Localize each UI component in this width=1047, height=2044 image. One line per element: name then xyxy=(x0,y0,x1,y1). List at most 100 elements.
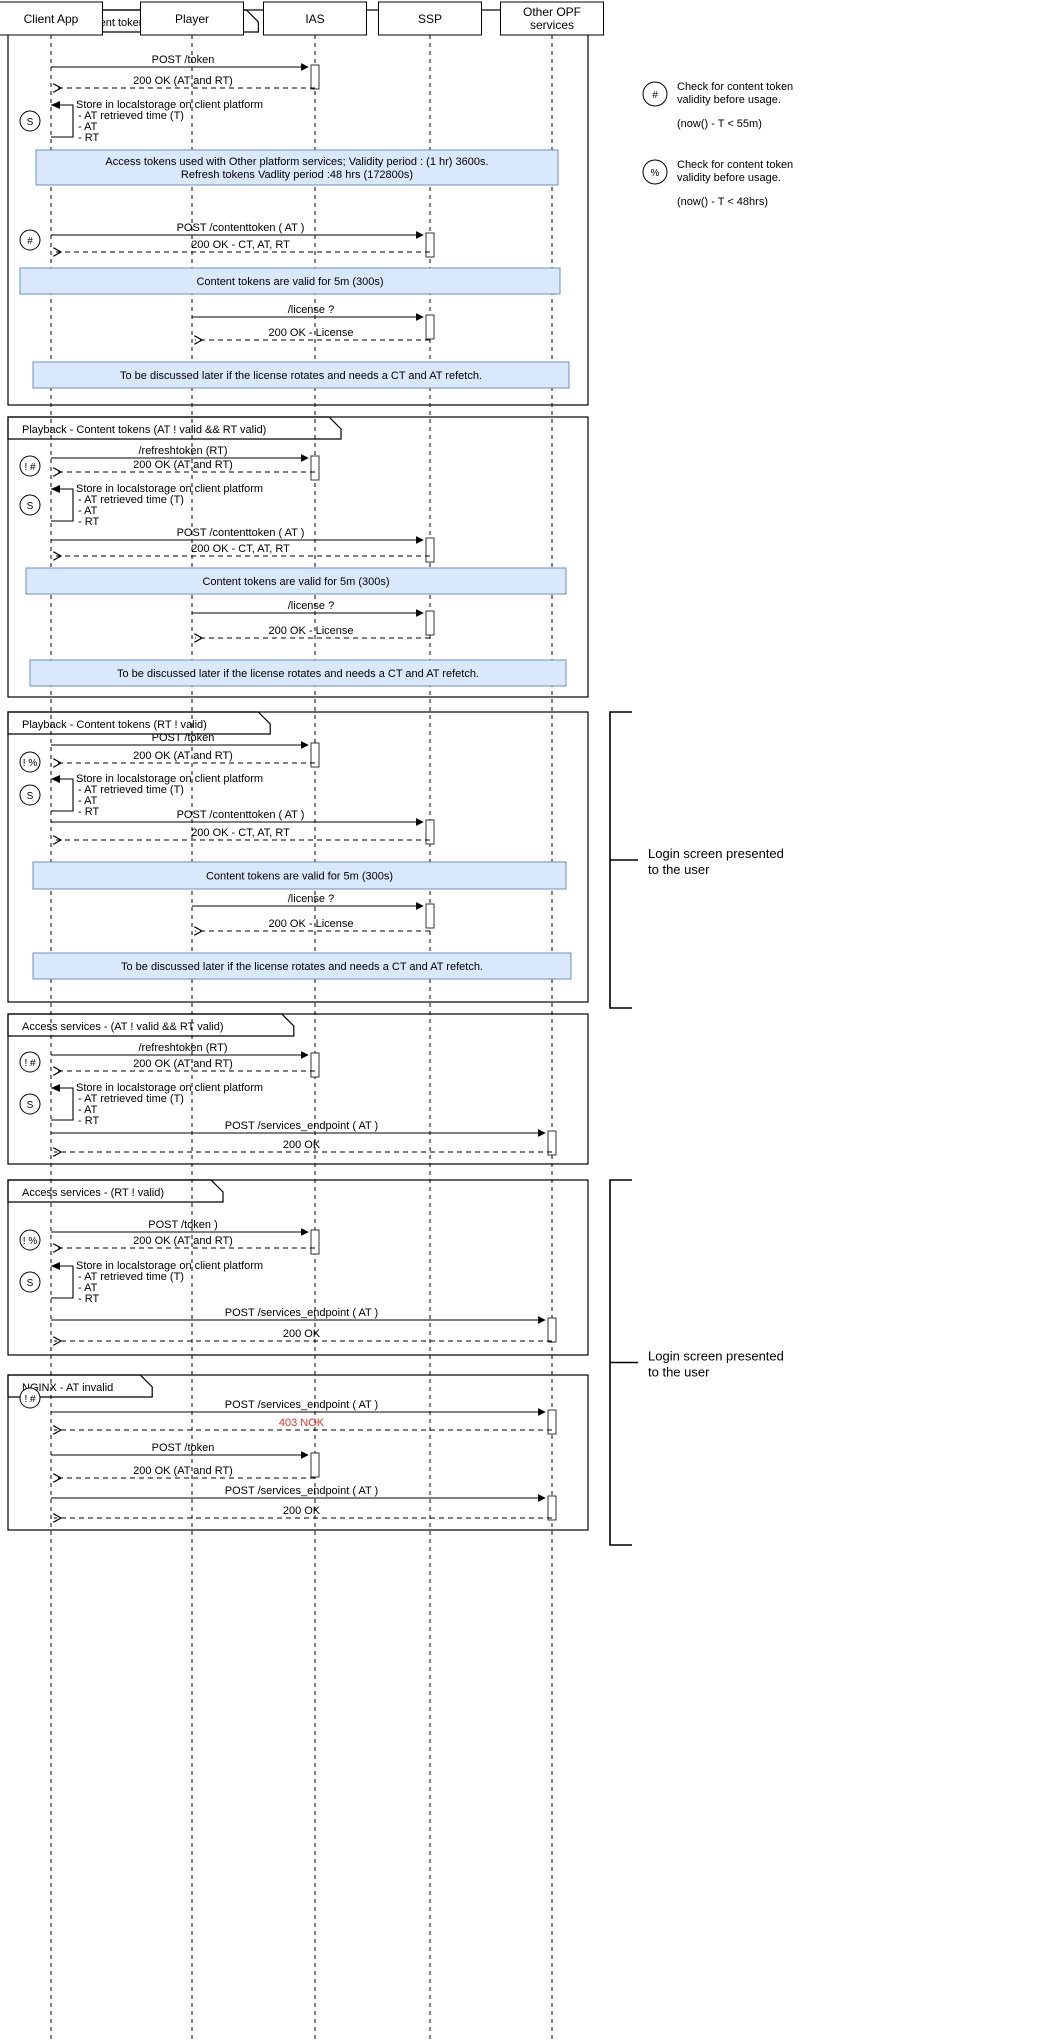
message-post-contenttoken-at: POST /contenttoken ( AT ) xyxy=(51,222,435,258)
actor-box-player xyxy=(140,1,244,36)
message-label: 200 OK - CT, AT, RT xyxy=(191,239,290,251)
store-note-item: - AT retrieved time (T) xyxy=(78,1093,184,1105)
store-note-item: - AT xyxy=(78,1282,98,1294)
store-note-title: Store in localstorage on client platform xyxy=(76,99,263,111)
actor-label-client: Client App xyxy=(24,12,79,26)
actor-label-ssp: SSP xyxy=(418,12,442,26)
message-label: POST /services_endpoint ( AT ) xyxy=(225,1307,378,1319)
badge-: ! # xyxy=(19,1051,41,1073)
actor-label-player: Player xyxy=(175,12,209,26)
message-post-token: POST /token ) xyxy=(51,1219,320,1255)
badge-s: S xyxy=(19,1093,41,1115)
activation-bar xyxy=(425,610,435,636)
store-localstorage-note: Store in localstorage on client platform… xyxy=(51,773,263,818)
message-label: POST /services_endpoint ( AT ) xyxy=(225,1485,378,1497)
message-post-services-endpoint-at: POST /services_endpoint ( AT ) xyxy=(51,1485,557,1521)
fragment-border xyxy=(7,9,589,406)
message-label: 200 OK (AT and RT) xyxy=(133,1058,233,1070)
message-label: POST /token xyxy=(152,1442,215,1454)
message-label: POST /contenttoken ( AT ) xyxy=(177,527,305,539)
message-200-ok-at-and-rt: 200 OK (AT and RT) xyxy=(54,459,315,472)
message-label: POST /services_endpoint ( AT ) xyxy=(225,1399,378,1411)
message-label: 200 OK - License xyxy=(269,327,354,339)
message-post-services-endpoint-at: POST /services_endpoint ( AT ) xyxy=(51,1307,557,1343)
self-call-path xyxy=(51,1265,74,1299)
legend-text-line1: Check for content token xyxy=(677,159,793,171)
fragment-title: Playback - Content tokens (RT ! valid) xyxy=(22,719,207,731)
store-localstorage-note: Store in localstorage on client platform… xyxy=(51,1082,263,1127)
message-refreshtoken-rt: /refreshtoken (RT) xyxy=(51,1042,320,1078)
activation-bar xyxy=(425,314,435,340)
badge-circle xyxy=(19,1229,41,1251)
note-rect xyxy=(25,567,567,595)
message-post-contenttoken-at: POST /contenttoken ( AT ) xyxy=(51,527,435,563)
badge-s: S xyxy=(19,784,41,806)
note-box: Content tokens are valid for 5m (300s) xyxy=(32,861,567,890)
note-rect xyxy=(32,952,572,980)
fragment-border xyxy=(7,416,589,698)
notes-layer: Store in localstorage on client platform… xyxy=(19,99,572,1305)
message-label: POST /token ) xyxy=(148,1219,218,1231)
fragment-title: NGINX - AT invalid xyxy=(22,1382,113,1394)
message-200-ok-at-and-rt: 200 OK (AT and RT) xyxy=(54,1235,315,1248)
note-rect xyxy=(35,149,559,186)
note-text: Content tokens are valid for 5m (300s) xyxy=(196,276,383,288)
message-label: 200 OK xyxy=(283,1139,321,1151)
message-label: 200 OK - CT, AT, RT xyxy=(191,827,290,839)
self-call-path xyxy=(51,488,74,522)
note-rect xyxy=(29,659,567,687)
badge-label: S xyxy=(27,1278,34,1289)
actor-label-opf-2: services xyxy=(530,18,574,32)
fragment-tab xyxy=(7,1179,224,1203)
legend-badge-circle xyxy=(642,159,668,185)
message-label: /license ? xyxy=(288,600,334,612)
self-call-arrowhead xyxy=(51,485,60,493)
fragment-tab xyxy=(7,416,342,440)
badge-: ! % xyxy=(19,751,41,773)
activation-bar xyxy=(310,742,320,768)
message-label: /license ? xyxy=(288,893,334,905)
self-call-arrowhead xyxy=(51,1084,60,1092)
message-label: 200 OK (AT and RT) xyxy=(133,75,233,87)
badge-label: S xyxy=(27,501,34,512)
store-note-title: Store in localstorage on client platform xyxy=(76,1260,263,1272)
badge-s: S xyxy=(19,110,41,132)
self-call-arrowhead xyxy=(51,101,60,109)
message-label: 200 OK xyxy=(283,1328,321,1340)
message-label: 200 OK xyxy=(283,1505,321,1517)
fragment-title: Playback - Content tokens (AT ! valid &&… xyxy=(22,424,266,436)
store-localstorage-note: Store in localstorage on client platform… xyxy=(51,483,263,528)
message-200-ok: 200 OK xyxy=(54,1139,552,1152)
message-post-token: POST /token xyxy=(51,54,320,90)
store-note-item: - AT retrieved time (T) xyxy=(78,1271,184,1283)
fragment-tab xyxy=(7,711,271,735)
actor-box-ssp xyxy=(378,1,482,36)
badge-label: # xyxy=(27,236,33,247)
note-text: To be discussed later if the license rot… xyxy=(117,668,479,680)
activation-bar xyxy=(310,1052,320,1078)
side-annotation-line2: to the user xyxy=(648,1365,710,1380)
store-note-title: Store in localstorage on client platform xyxy=(76,1082,263,1094)
badge-s: S xyxy=(19,1271,41,1293)
message-post-token: POST /token xyxy=(51,732,320,768)
store-note-title: Store in localstorage on client platform xyxy=(76,483,263,495)
actor-player: Player xyxy=(140,1,244,36)
message-license: /license ? xyxy=(192,893,435,929)
badge-circle xyxy=(19,1051,41,1073)
legend-badge-circle xyxy=(642,81,668,107)
note-text: Content tokens are valid for 5m (300s) xyxy=(202,576,389,588)
side-annotation-line1: Login screen presented xyxy=(648,1349,784,1364)
store-note-item: - AT xyxy=(78,505,98,517)
badge-label: ! # xyxy=(24,1058,36,1069)
legend-badge-label: # xyxy=(652,90,658,101)
store-note-item: - RT xyxy=(78,806,99,818)
note-box: Access tokens used with Other platform s… xyxy=(35,149,559,186)
message-label: 200 OK - License xyxy=(269,625,354,637)
legend-badge-label: % xyxy=(651,168,660,179)
message-label: 403 NOK xyxy=(279,1417,325,1429)
store-note-item: - RT xyxy=(78,1115,99,1127)
